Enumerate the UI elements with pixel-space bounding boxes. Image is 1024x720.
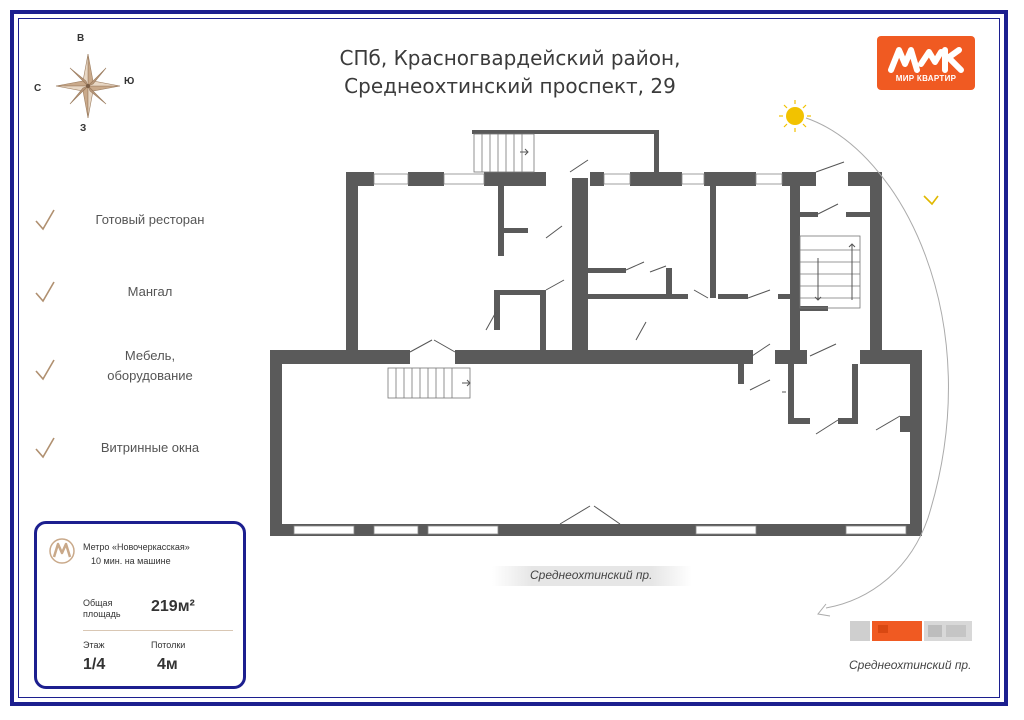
logo-icon xyxy=(888,47,964,73)
divider xyxy=(83,630,233,631)
compass-rose-icon xyxy=(55,53,121,119)
check-icon xyxy=(35,209,55,231)
street-label-main: Среднеохтинский пр. xyxy=(530,568,653,582)
check-icon xyxy=(35,281,55,303)
floor-value: 1/4 xyxy=(83,656,106,673)
mini-site-map xyxy=(850,621,972,641)
area-value: 219м² xyxy=(151,598,195,615)
outer-frame xyxy=(10,10,1008,706)
check-icon xyxy=(35,437,55,459)
sun-icon xyxy=(779,100,811,132)
info-card: Метро «Новочеркасская» 10 мин. на машине… xyxy=(34,521,246,689)
title-line-1: СПб, Красногвардейский район, xyxy=(339,46,681,70)
metro-time: 10 мин. на машине xyxy=(91,556,171,566)
street-band xyxy=(492,566,692,586)
metro-name: Метро «Новочеркасская» xyxy=(83,542,190,552)
check-icon xyxy=(35,359,55,381)
feature-label: Витринные окна xyxy=(100,440,200,455)
compass-west-label: С xyxy=(34,83,42,94)
compass-north-label: В xyxy=(77,33,85,44)
brand-logo: МИР КВАРТИР xyxy=(877,36,975,90)
area-label: Общая площадь xyxy=(83,598,121,619)
feature-label: Мебель, оборудование xyxy=(107,348,193,383)
metro-icon xyxy=(49,538,75,564)
feature-label: Готовый ресторан xyxy=(95,212,205,227)
street-label-minimap: Среднеохтинский пр. xyxy=(849,658,972,672)
moon-icon xyxy=(808,602,820,626)
logo-text: МИР КВАРТИР xyxy=(895,74,957,83)
title-line-2: Среднеохтинский проспект, 29 xyxy=(344,74,676,98)
compass-south-label: З xyxy=(80,123,87,134)
ceiling-label: Потолки xyxy=(151,640,186,650)
feature-label: Мангал xyxy=(127,284,173,299)
ceiling-value: 4м xyxy=(157,656,178,673)
inner-frame xyxy=(18,18,1000,698)
compass-east-label: Ю xyxy=(124,76,135,87)
floor-label: Этаж xyxy=(83,640,105,650)
